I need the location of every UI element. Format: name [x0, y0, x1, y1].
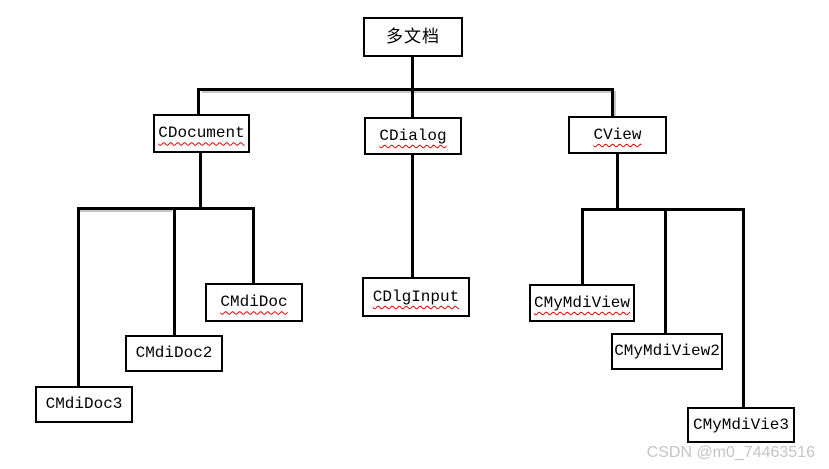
- line-shadow-artifact: [80, 210, 172, 212]
- node-cmdidoc: CMdiDoc: [205, 283, 303, 322]
- node-cmymdiview-label: CMyMdiView: [533, 293, 630, 312]
- node-cmdidoc2: CMdiDoc2: [125, 335, 223, 372]
- node-cdialog-label: CDialog: [379, 126, 447, 145]
- connector-to-cview: [611, 88, 614, 116]
- node-cview-label: CView: [593, 125, 642, 144]
- node-root-label: 多文档: [386, 27, 440, 47]
- node-cmdidoc-label: CMdiDoc: [220, 293, 288, 312]
- connector-to-cmdidoc3: [77, 207, 80, 386]
- connector-root-drop: [411, 57, 414, 88]
- node-cmdidoc3: CMdiDoc3: [35, 386, 133, 423]
- connector-cview-drop: [616, 154, 619, 208]
- node-cdialog: CDialog: [364, 117, 462, 155]
- connector-cview-horizontal: [581, 208, 745, 211]
- node-cmymdivie3-label: CMyMdiVie3: [692, 415, 789, 434]
- node-cmymdiview2: CMyMdiView2: [611, 333, 723, 370]
- connector-to-cmdidoc2: [173, 207, 176, 335]
- node-cdlginput: CDlgInput: [362, 277, 470, 317]
- connector-top-horizontal: [197, 88, 614, 91]
- connector-to-cmymdiview2: [664, 208, 667, 333]
- connector-cdocument-horizontal: [77, 207, 255, 210]
- node-cdocument: CDocument: [153, 114, 250, 153]
- line-shadow-artifact: [202, 91, 614, 93]
- connector-to-cdocument: [197, 88, 200, 114]
- connector-to-cdlginput: [411, 155, 414, 277]
- line-shadow-artifact: [614, 91, 616, 116]
- connector-to-cdialog: [411, 88, 414, 117]
- node-cmymdivie3: CMyMdiVie3: [687, 407, 795, 443]
- connector-to-cmymdiview: [581, 208, 584, 284]
- connector-cdocument-drop: [199, 153, 202, 207]
- connector-to-cmdidoc: [252, 207, 255, 283]
- node-cmdidoc2-label: CMdiDoc2: [135, 344, 213, 363]
- node-root: 多文档: [363, 17, 463, 57]
- node-cview: CView: [568, 116, 667, 154]
- node-cmymdiview: CMyMdiView: [529, 284, 635, 322]
- node-cdlginput-label: CDlgInput: [372, 287, 460, 306]
- csdn-watermark: CSDN @m0_74463516: [646, 444, 815, 461]
- node-cdocument-label: CDocument: [158, 124, 245, 143]
- connector-to-cmymdivie3: [742, 208, 745, 407]
- node-cmymdiview2-label: CMyMdiView2: [614, 342, 720, 361]
- node-cmdidoc3-label: CMdiDoc3: [45, 395, 123, 414]
